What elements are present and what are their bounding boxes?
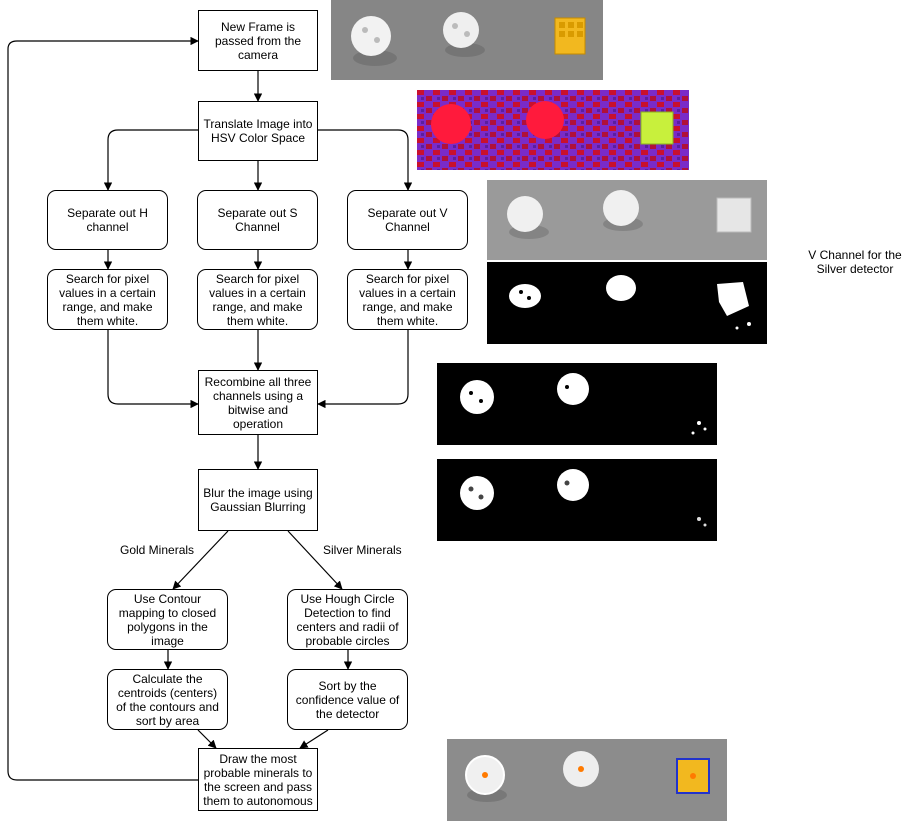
node-draw-minerals: Draw the most probable minerals to the s… [198,748,318,811]
camera-frame-image [331,0,603,80]
final-detection-image [447,739,727,821]
edge-hsv-to-h [103,129,198,191]
edge-centroids-to-draw [197,729,217,749]
v-channel-image [487,180,767,260]
node-new-frame: New Frame is passed from the camera [198,10,318,71]
node-contour: Use Contour mapping to closed polygons i… [107,589,228,650]
edge-sort-to-draw [299,729,329,749]
node-search-s: Search for pixel values in a certain ran… [197,269,318,330]
node-centroids: Calculate the centroids (centers) of the… [107,669,228,730]
v-threshold-mask-image [487,262,767,344]
edge-search-v-to-recombine [317,330,409,409]
label-silver-minerals: Silver Minerals [323,543,402,557]
node-search-h: Search for pixel values in a certain ran… [47,269,168,330]
node-hsv: Translate Image into HSV Color Space [198,101,318,161]
edge-hsv-to-v [318,129,413,191]
node-separate-s: Separate out S Channel [197,190,318,250]
node-sort-confidence: Sort by the confidence value of the dete… [287,669,408,730]
edge-search-h-to-recombine [107,330,199,409]
blurred-mask-image [437,459,717,541]
hsv-image [417,90,689,170]
recombined-mask-image [437,363,717,445]
node-hough: Use Hough Circle Detection to find cente… [287,589,408,650]
label-gold-minerals: Gold Minerals [120,543,195,557]
node-separate-h: Separate out H channel [47,190,168,250]
edge-loop-back [7,36,199,781]
node-blur: Blur the image using Gaussian Blurring [198,469,318,531]
node-search-v: Search for pixel values in a certain ran… [347,269,468,330]
edge-blur-to-contour [172,530,229,590]
node-recombine: Recombine all three channels using a bit… [198,370,318,435]
node-separate-v: Separate out V Channel [347,190,468,250]
edge-blur-to-hough [287,530,343,590]
side-note-v-channel: V Channel for the Silver detector [808,248,902,276]
